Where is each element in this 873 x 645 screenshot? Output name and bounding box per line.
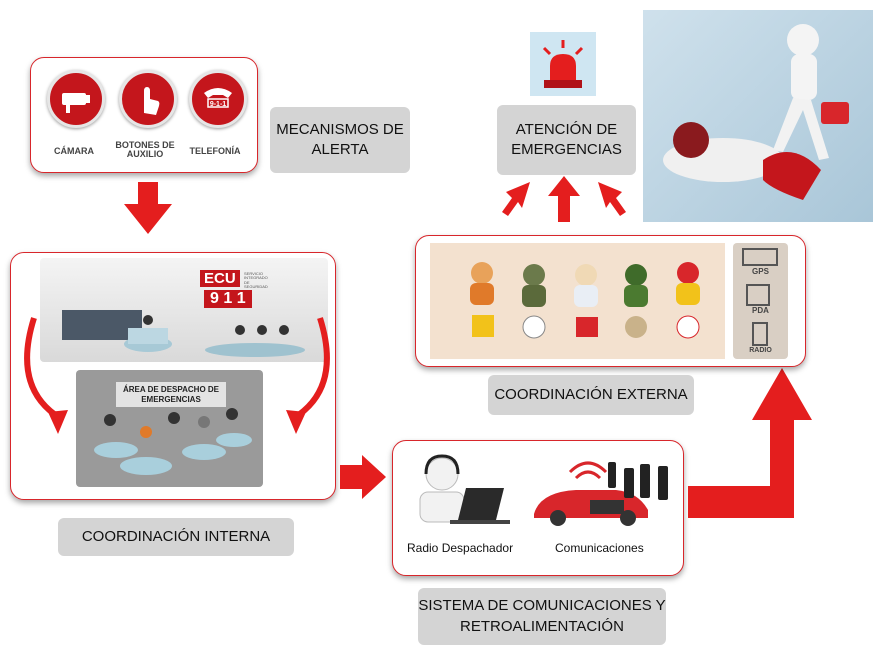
communications-caption: Comunicaciones — [555, 541, 644, 555]
arrow-right — [340, 455, 386, 499]
device-pda-label: PDA — [752, 306, 769, 315]
communications-system-label: SISTEMA DE COMUNICACIONES Y RETROALIMENT… — [418, 588, 666, 645]
external-coordination-label: COORDINACIÓN EXTERNA — [488, 375, 694, 415]
arrow-down — [124, 182, 172, 234]
camera-icon — [47, 70, 105, 128]
hand-button-icon — [119, 70, 177, 128]
ecu911-room-image: ECU SERVICIO INTEGRADO DE SEGURIDAD 9 1 … — [40, 258, 328, 362]
device-gps-label: GPS — [752, 267, 769, 276]
ecu-logo-small: SERVICIO INTEGRADO DE SEGURIDAD — [244, 271, 268, 290]
arrow-up-corner — [688, 368, 812, 518]
arrow-up-right — [598, 182, 626, 216]
alert-icon-caption: CÁMARA — [54, 146, 94, 156]
radio-dispatcher-caption: Radio Despachador — [407, 541, 514, 555]
ecu-logo-number: 9 1 1 — [204, 290, 252, 308]
dispatch-room-image: ÁREA DE DESPACHO DE EMERGENCIAS — [76, 370, 263, 487]
arrow-up-center — [548, 176, 580, 222]
alert-icon-caption: BOTONES DE AUXILIO — [115, 140, 175, 160]
dispatch-area-sign: ÁREA DE DESPACHO DE EMERGENCIAS — [116, 382, 226, 408]
ecu-logo-top: ECU — [200, 270, 240, 287]
phone-icon: 9-1-1 — [189, 70, 247, 128]
devices-column: GPS PDA RADIO — [733, 243, 788, 359]
alert-icon-caption: TELEFONÍA — [189, 146, 241, 156]
svg-text:9-1-1: 9-1-1 — [210, 101, 226, 108]
curved-arrow-left — [24, 317, 68, 434]
radio-dispatcher-image — [400, 448, 518, 532]
arrow-up-left — [502, 182, 530, 216]
communications-image — [520, 448, 678, 532]
emergency-attention-label: ATENCIÓN DE EMERGENCIAS — [497, 105, 636, 175]
agencies-beige-area — [430, 243, 725, 359]
ecu-logo: ECU SERVICIO INTEGRADO DE SEGURIDAD 9 1 … — [200, 270, 274, 316]
alert-mechanisms-label: MECANISMOS DE ALERTA — [270, 107, 410, 173]
paramedic-image — [643, 10, 873, 222]
curved-arrow-right — [286, 317, 330, 434]
device-radio-label: RADIO — [749, 347, 772, 354]
siren-icon — [530, 32, 596, 96]
internal-coordination-label: COORDINACIÓN INTERNA — [58, 518, 294, 556]
